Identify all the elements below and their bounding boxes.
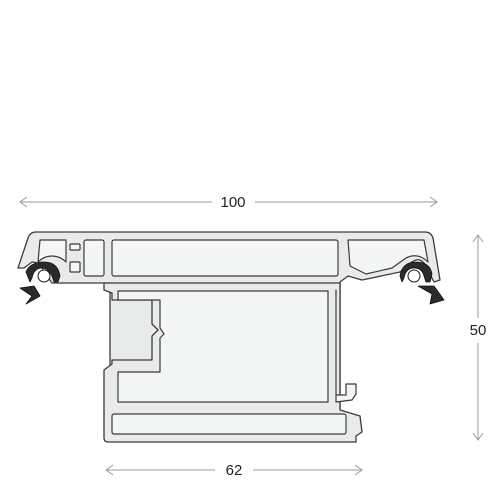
gasket-left-core [37, 269, 51, 283]
dimension-bottom-width: 62 [105, 462, 363, 479]
chamber-right-vertical [335, 289, 357, 403]
gasket-left-body [25, 261, 61, 283]
chamber-lower-main [117, 290, 329, 403]
chamber-bottom [111, 413, 347, 435]
arrowhead-left-icon [19, 196, 28, 208]
profile-chambers [37, 239, 429, 435]
dimension-height-label: 50 [470, 322, 487, 339]
arrowhead-right-icon [429, 196, 438, 208]
chamber-top-main [111, 239, 339, 277]
dimension-top-width-label: 100 [220, 194, 245, 211]
chamber-top-right [347, 239, 429, 275]
arrowhead-up-icon [472, 234, 484, 243]
dimension-height: 50 [470, 234, 487, 441]
gasket-left-lip [19, 285, 41, 305]
dimension-top-width: 100 [19, 194, 438, 211]
clip-notch [69, 243, 81, 251]
gasket-right-core [407, 269, 421, 283]
gasket-right-lip [417, 285, 445, 305]
dimension-bottom-width-label: 62 [226, 462, 243, 479]
arrowhead-down-icon [472, 432, 484, 441]
clip-notch-lower [69, 261, 81, 273]
arrowhead-right-icon [354, 464, 363, 476]
arrowhead-left-icon [105, 464, 114, 476]
gasket-right-body [399, 261, 433, 283]
gasket-left [19, 261, 61, 305]
chamber-top-left-2 [83, 239, 105, 277]
gasket-right [399, 261, 445, 305]
chamber-top-left [37, 239, 67, 263]
